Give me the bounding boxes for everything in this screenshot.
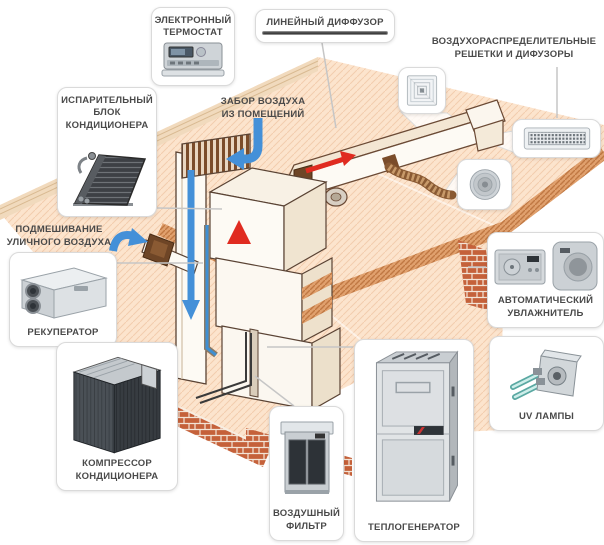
callout-rect-grille: [512, 119, 601, 158]
return-grille: [181, 133, 251, 179]
uv-lamps-label: UV ЛАМПЫ: [518, 410, 574, 422]
humidifier-label: АВТОМАТИЧЕСКИЙ УВЛАЖНИТЕЛЬ: [497, 295, 594, 319]
linear-diffuser-image: [262, 30, 388, 35]
brick-wall: [458, 240, 494, 312]
recuperator-image: [20, 267, 108, 319]
uv-lamps-image: [509, 349, 582, 400]
supply-air-arrow: [305, 156, 345, 174]
callout-uv-lamps: UV ЛАМПЫ: [489, 336, 604, 431]
return-air-hook-arrow: [242, 118, 263, 164]
callout-evaporator: ИСПАРИТЕЛЬНЫЙ БЛОК КОНДИЦИОНЕРА: [57, 87, 157, 217]
callout-recuperator: РЕКУПЕРАТОР: [9, 252, 117, 347]
connector-lines: [117, 42, 558, 407]
round-diffuser-image: [469, 169, 500, 200]
duct-elbow: [473, 119, 504, 152]
label-distribution-grilles: ВОЗДУХОРАСПРЕДЕЛИТЕЛЬНЫЕ РЕШЕТКИ И ДИФУЗ…: [431, 36, 597, 60]
refrigerant-pipes: [195, 332, 247, 399]
evaporator-image: [73, 152, 147, 206]
heat-generator-label: ТЕПЛОГЕНЕРАТОР: [368, 521, 460, 533]
rect-grille-image: [523, 127, 590, 150]
callout-heat-generator: ТЕПЛОГЕНЕРАТОР: [354, 339, 474, 542]
compressor-image: [72, 356, 162, 454]
callout-humidifier: АВТОМАТИЧЕСКИЙ УВЛАЖНИТЕЛЬ: [487, 232, 604, 328]
thermostat-label: ЭЛЕКТРОННЫЙ ТЕРМОСТАТ: [154, 15, 232, 39]
heat-generator-image: [375, 350, 459, 502]
air-filter-image: [280, 421, 333, 494]
label-air-intake: ЗАБОР ВОЗДУХА ИЗ ПОМЕЩЕНИЙ: [220, 96, 306, 120]
square-diffuser-image: [406, 75, 438, 106]
humidifier-image: [494, 241, 597, 291]
linear-diffuser-label: ЛИНЕЙНЫЙ ДИФФУЗОР: [266, 17, 384, 28]
callout-air-filter: ВОЗДУШНЫЙ ФИЛЬТР: [269, 406, 344, 541]
callout-compressor: КОМПРЕССОР КОНДИЦИОНЕРА: [56, 342, 178, 491]
compressor-label: КОМПРЕССОР КОНДИЦИОНЕРА: [75, 458, 159, 482]
evaporator-label: ИСПАРИТЕЛЬНЫЙ БЛОК КОНДИЦИОНЕРА: [61, 95, 153, 131]
wall-edge-band: [310, 146, 604, 307]
callout-linear-diffuser: ЛИНЕЙНЫЙ ДИФФУЗОР: [255, 9, 395, 43]
air-filter-label: ВОЗДУШНЫЙ ФИЛЬТР: [272, 508, 341, 532]
thermostat-image: [161, 42, 225, 77]
recuperator-label: РЕКУПЕРАТОР: [27, 326, 99, 338]
callout-thermostat: ЭЛЕКТРОННЫЙ ТЕРМОСТАТ: [151, 7, 235, 86]
label-fresh-air-mix: ПОДМЕШИВАНИЕ УЛИЧНОГО ВОЗДУХА: [6, 224, 112, 248]
callout-round-diffuser: [457, 159, 512, 210]
callout-square-diffuser: [398, 67, 446, 114]
brick-wall: [149, 396, 270, 467]
